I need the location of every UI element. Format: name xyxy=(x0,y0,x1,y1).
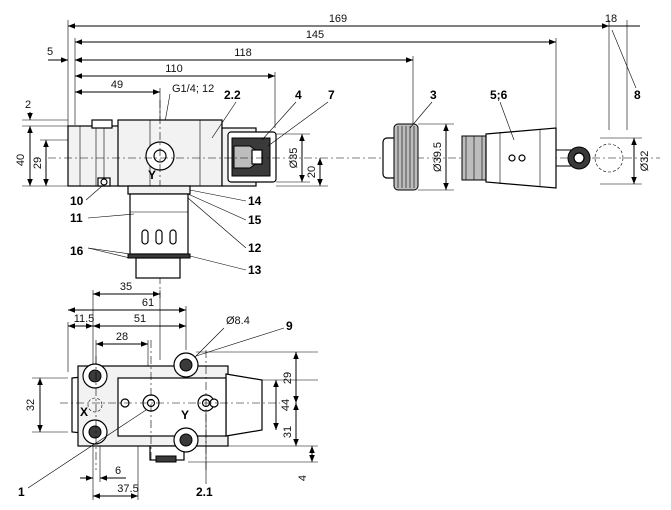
callout-8: 8 xyxy=(634,88,641,102)
callout-15: 15 xyxy=(248,213,262,227)
port-x-label: X xyxy=(80,405,88,419)
dim-18: 18 xyxy=(605,13,617,25)
dim-118: 118 xyxy=(234,47,252,59)
dim-110: 110 xyxy=(165,63,183,75)
dim-32: 32 xyxy=(25,399,37,411)
dim-6: 6 xyxy=(115,465,121,477)
dim-61: 61 xyxy=(142,297,154,309)
dim-49: 49 xyxy=(111,79,123,91)
callout-11: 11 xyxy=(70,211,83,225)
callout-16: 16 xyxy=(70,244,84,258)
dim-40: 40 xyxy=(15,154,27,166)
callout-2-1: 2.1 xyxy=(196,485,213,499)
bottom-view: 35 61 11.5 51 Ø8.4 28 32 xyxy=(18,281,318,500)
valve-body-left xyxy=(67,125,126,187)
callout-2-2: 2.2 xyxy=(224,88,241,102)
callout-7: 7 xyxy=(328,88,335,102)
port-y-label-bottom: Y xyxy=(181,408,189,422)
dim-dia8-4: Ø8.4 xyxy=(226,315,250,327)
dim-20: 20 xyxy=(306,166,318,178)
callout-9: 9 xyxy=(286,319,293,333)
thread-spec: G1/4; 12 xyxy=(172,83,214,95)
callout-14: 14 xyxy=(248,194,262,208)
callout-12: 12 xyxy=(248,241,262,255)
port-y-label-top: Y xyxy=(148,168,156,182)
dim-31: 31 xyxy=(282,426,294,438)
dim-dia32: Ø32 xyxy=(639,151,651,172)
callout-3: 3 xyxy=(430,88,437,102)
dim-44: 44 xyxy=(280,399,292,411)
dim-169: 169 xyxy=(329,13,347,25)
dim-4: 4 xyxy=(297,475,309,481)
top-view: 169 18 145 5 118 110 49 G1/4; 12 2 40 xyxy=(15,13,660,298)
dim-37-5: 37.5 xyxy=(117,483,138,495)
dim-2: 2 xyxy=(25,99,31,111)
dim-51: 51 xyxy=(134,313,146,325)
callout-4: 4 xyxy=(295,88,302,102)
dim-35: 35 xyxy=(120,281,132,293)
dim-28: 28 xyxy=(116,331,128,343)
dim-11-5: 11.5 xyxy=(74,313,95,325)
dim-dia39-5: Ø39.5 xyxy=(432,142,444,172)
callout-13: 13 xyxy=(248,263,262,277)
dim-dia35: Ø35 xyxy=(288,148,300,169)
callout-1: 1 xyxy=(18,485,25,499)
cap-outline xyxy=(594,143,624,173)
stem-housing xyxy=(129,193,189,255)
callout-10: 10 xyxy=(70,194,84,208)
dim-29-top: 29 xyxy=(32,157,44,169)
dim-145: 145 xyxy=(306,29,324,41)
callout-5-6: 5;6 xyxy=(490,88,508,102)
dim-5: 5 xyxy=(47,46,53,58)
plate-right-end xyxy=(225,373,263,437)
dim-29-bottom: 29 xyxy=(282,372,294,384)
